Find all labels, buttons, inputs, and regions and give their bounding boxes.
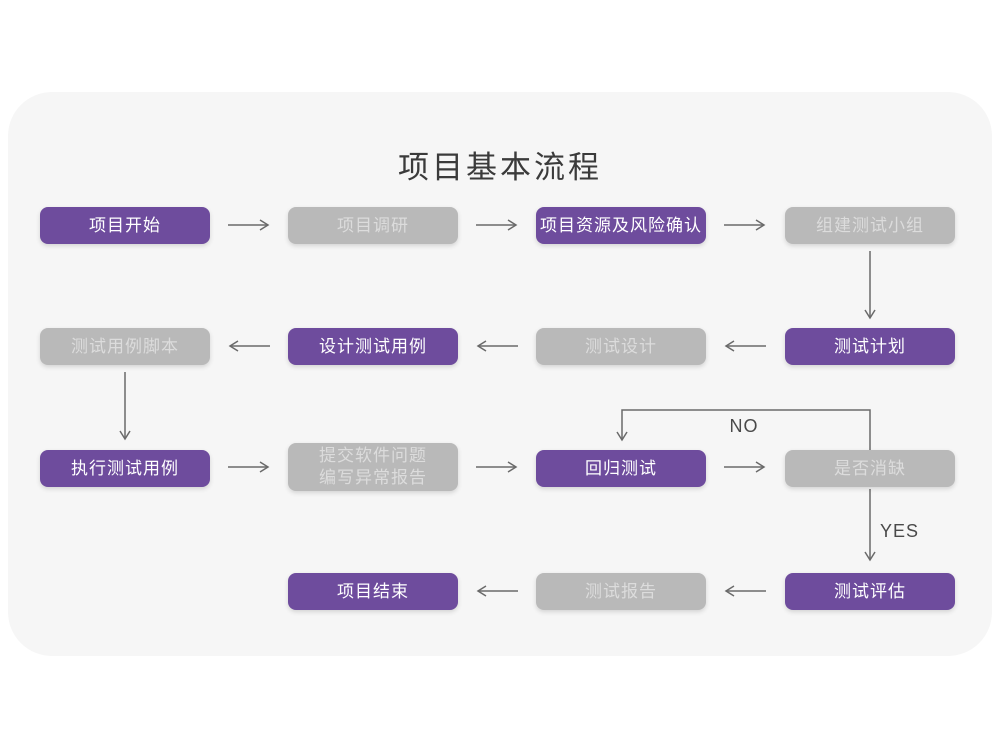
node-label: 测试计划 xyxy=(834,336,906,356)
node-label: 回归测试 xyxy=(585,458,657,478)
node-project-end: 项目结束 xyxy=(288,573,458,610)
node-test-plan: 测试计划 xyxy=(785,328,955,365)
node-project-start: 项目开始 xyxy=(40,207,210,244)
diagram-title: 项目基本流程 xyxy=(398,150,602,185)
node-project-research: 项目调研 xyxy=(288,207,458,244)
node-execute-test-case: 执行测试用例 xyxy=(40,450,210,487)
node-label: 项目调研 xyxy=(337,215,409,235)
node-label: 项目开始 xyxy=(89,215,161,235)
node-build-test-team: 组建测试小组 xyxy=(785,207,955,244)
node-label: 是否消缺 xyxy=(834,458,906,478)
node-test-report: 测试报告 xyxy=(536,573,706,610)
node-label: 测试用例脚本 xyxy=(71,336,179,356)
node-label: 设计测试用例 xyxy=(319,336,427,356)
node-label: 执行测试用例 xyxy=(71,458,179,478)
edge-label-yes: YES xyxy=(880,521,920,541)
edge-label-no: NO xyxy=(729,416,759,436)
node-test-case-script: 测试用例脚本 xyxy=(40,328,210,365)
node-label: 项目资源及风险确认 xyxy=(540,215,702,235)
node-label: 组建测试小组 xyxy=(816,215,924,235)
node-resource-risk-confirm: 项目资源及风险确认 xyxy=(536,207,706,244)
node-test-evaluation: 测试评估 xyxy=(785,573,955,610)
node-test-design: 测试设计 xyxy=(536,328,706,365)
node-submit-issue-report: 提交软件问题 编写异常报告 xyxy=(288,443,458,491)
node-regression-test: 回归测试 xyxy=(536,450,706,487)
node-label: 测试设计 xyxy=(585,336,657,356)
flowchart-card xyxy=(8,92,992,656)
node-label-line1: 提交软件问题 xyxy=(319,446,427,465)
node-defect-cleared-decision: 是否消缺 xyxy=(785,450,955,487)
node-label: 测试报告 xyxy=(585,581,657,601)
node-label: 测试评估 xyxy=(834,581,906,601)
node-label: 项目结束 xyxy=(337,581,409,601)
node-design-test-case: 设计测试用例 xyxy=(288,328,458,365)
node-label-line2: 编写异常报告 xyxy=(319,468,427,487)
